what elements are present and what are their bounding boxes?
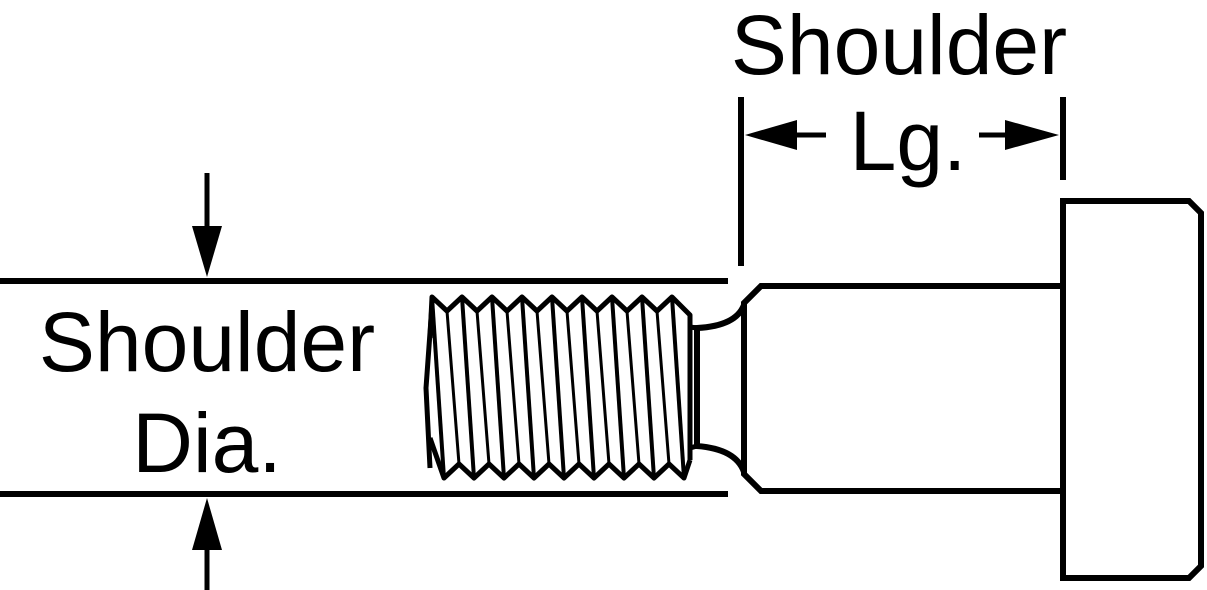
thread-helix-line (520, 296, 536, 479)
shoulder-length-label-line2: Lg. (850, 94, 967, 188)
thread-helix-line (490, 296, 506, 479)
thread-root-line (595, 310, 611, 465)
thread-helix-line (550, 296, 566, 479)
thread-helix-line (430, 296, 446, 479)
thread-neck-transition-top (689, 324, 698, 331)
thread-neck-transition-bottom (689, 443, 698, 451)
length-arrow-left-head (745, 120, 797, 150)
shoulder-diameter-dimension: Shoulder Dia. (0, 173, 728, 590)
thread-root-line (475, 310, 491, 465)
thread-root-line (625, 310, 641, 465)
thread-helix-line (610, 296, 626, 479)
diameter-arrow-top-head (192, 226, 222, 277)
thread-root-line (445, 310, 461, 465)
screw-head (1060, 198, 1204, 581)
thread-helix-line (580, 296, 596, 479)
screw-shoulder (741, 283, 1063, 494)
shoulder-length-label-line1: Shoulder (731, 0, 1067, 92)
thread-root-line (565, 310, 581, 465)
thread-root-line (535, 310, 551, 465)
screw-neck-undercut (694, 303, 747, 474)
shoulder-diameter-label-line1: Shoulder (39, 295, 375, 389)
shoulder-screw (423, 198, 1204, 581)
thread-helix-line (640, 296, 656, 479)
thread-end-chamfer (423, 304, 435, 469)
thread-helix-line (460, 296, 476, 479)
length-arrow-right-head (1005, 120, 1059, 150)
thread-helix-line (670, 296, 686, 479)
screw-thread (423, 294, 698, 481)
thread-root-line (655, 310, 671, 465)
thread-root-line (505, 310, 521, 465)
shoulder-diameter-label-line2: Dia. (132, 396, 281, 490)
shoulder-length-dimension: Shoulder Lg. (731, 0, 1067, 266)
thread-top-profile (427, 294, 693, 460)
diameter-arrow-bottom-head (192, 498, 222, 550)
